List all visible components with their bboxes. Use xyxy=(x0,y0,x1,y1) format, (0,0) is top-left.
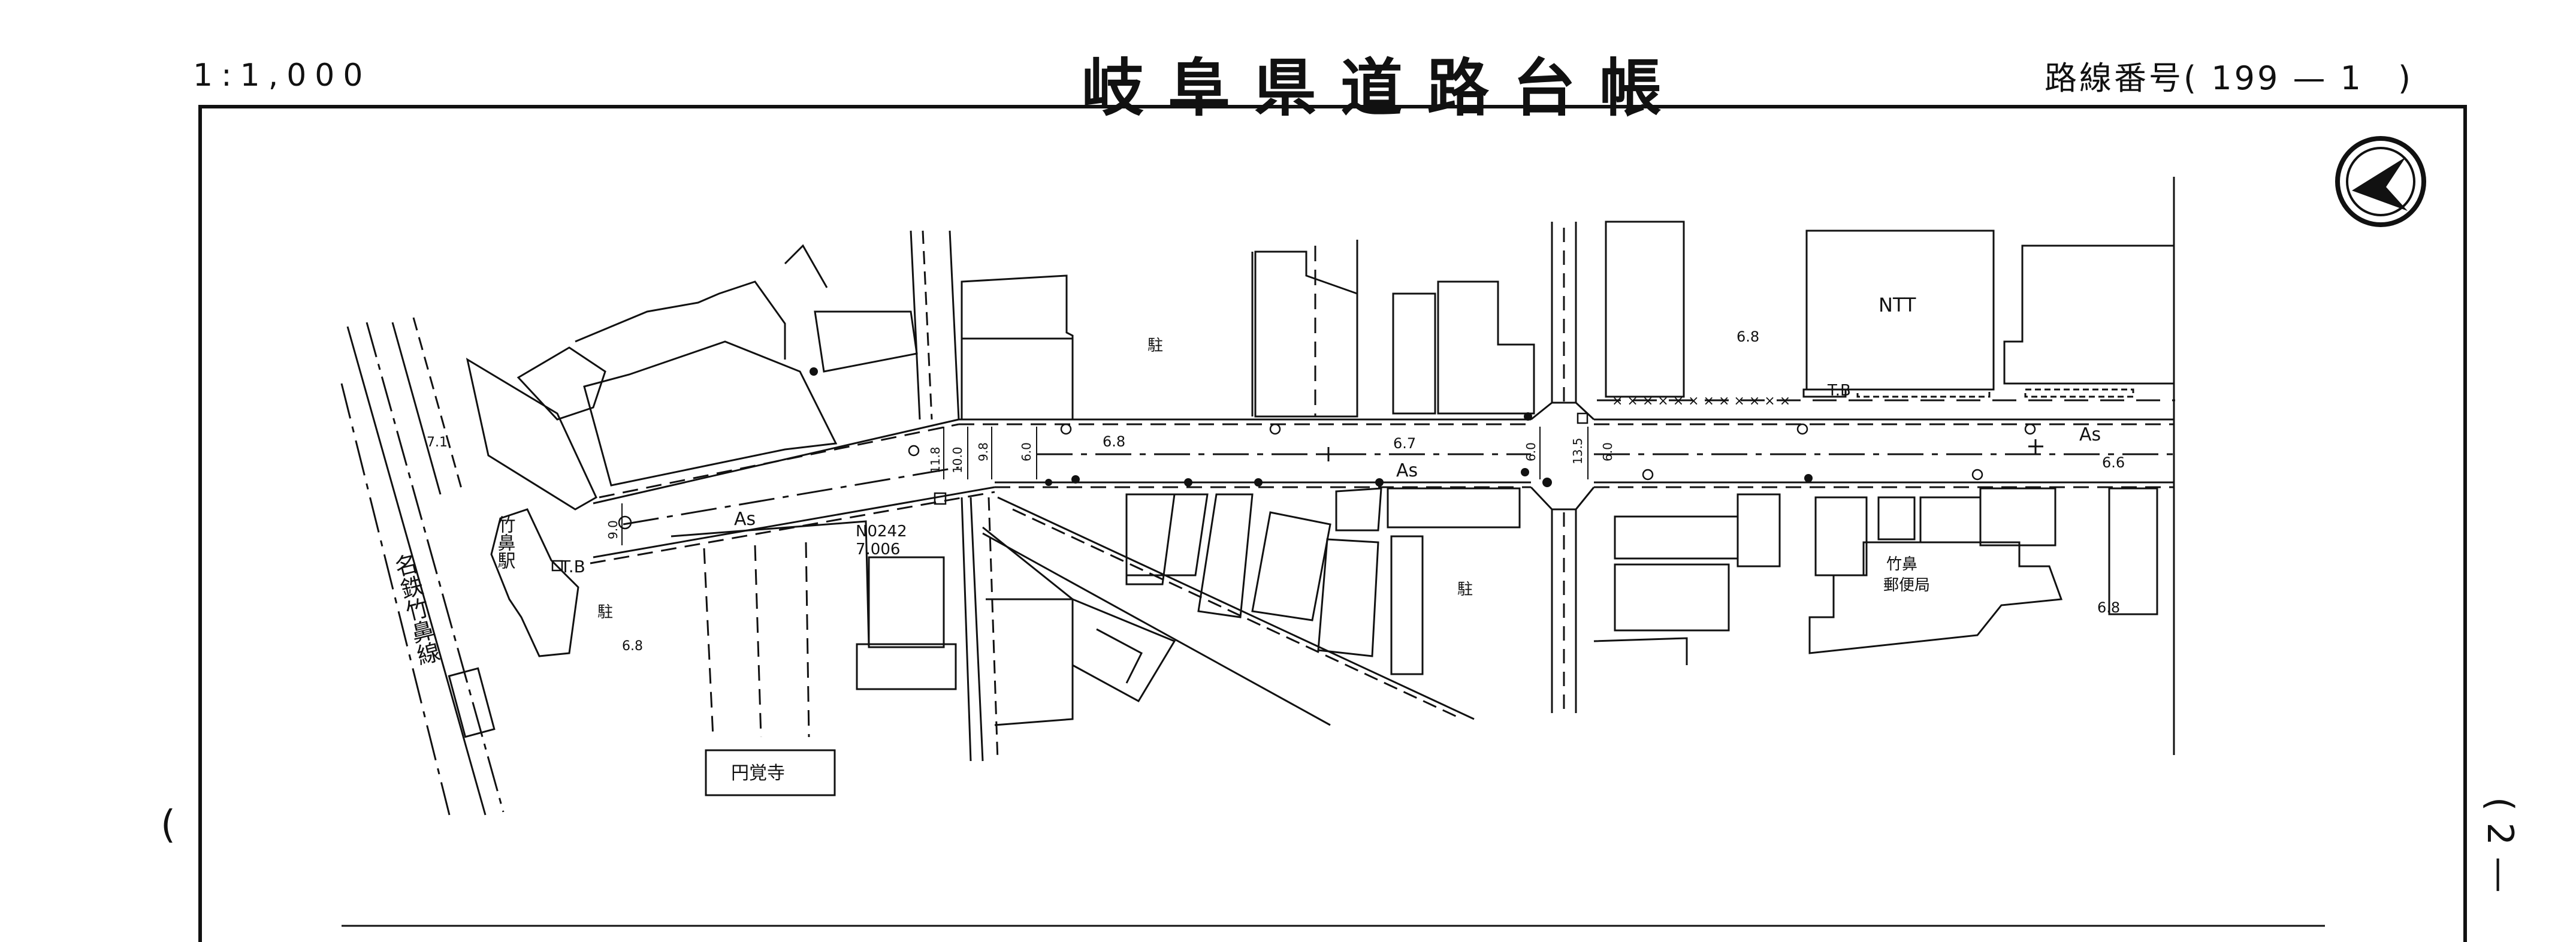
map-symbols-open xyxy=(551,412,2036,572)
width-label-8: 6.0 xyxy=(1600,442,1615,461)
surface-label-center: As xyxy=(1396,460,1418,481)
width-label-3: 10.0 xyxy=(950,446,965,473)
property-walls xyxy=(1251,177,2175,755)
benchmark-code: N0242 xyxy=(856,523,907,541)
spot-height-1: 7.1 xyxy=(427,435,448,450)
railway xyxy=(340,317,505,816)
plus-markers xyxy=(1321,439,2043,461)
temple-label: 円覚寺 xyxy=(731,763,785,784)
spot-height-6: 6.6 xyxy=(2102,454,2125,471)
north-arrow-icon xyxy=(2335,136,2426,227)
buildings xyxy=(448,221,2175,796)
map-scale: 1:1,000 xyxy=(193,58,372,93)
spot-height-5: 6.8 xyxy=(1737,328,1759,345)
width-label-2: 11.8 xyxy=(928,446,943,473)
post-office-label-1: 竹鼻 xyxy=(1886,555,1917,573)
benchmark-elevation: 7.006 xyxy=(856,541,900,558)
main-road-west xyxy=(590,418,995,564)
page-title: 岐阜県道路台帳 xyxy=(1082,52,1686,125)
tb-label-west: T.B xyxy=(560,557,585,576)
map-frame xyxy=(198,105,2467,942)
surface-label-west: As xyxy=(734,509,756,530)
dimension-lines xyxy=(621,427,1589,545)
spot-height-4: 6.7 xyxy=(1393,435,1416,452)
intersection xyxy=(1530,222,1595,713)
width-labels: 9.0 11.8 10.0 9.8 6.0 6.0 13.5 6.0 xyxy=(606,437,1615,539)
parking-symbol-2: 駐 xyxy=(1457,581,1473,599)
width-label-1: 9.0 xyxy=(606,520,620,539)
tb-label-east: T.B xyxy=(1827,382,1851,400)
ntt-label: NTT xyxy=(1879,294,1916,316)
railway-label: 名鉄竹鼻線 xyxy=(389,551,442,668)
width-label-7: 13.5 xyxy=(1571,437,1585,464)
spot-height-3: 6.8 xyxy=(1103,433,1125,450)
main-road-east xyxy=(959,418,2174,488)
parking-symbol-1: 駐 xyxy=(1147,337,1163,355)
width-label-4: 9.8 xyxy=(976,442,990,461)
surface-label-east: As xyxy=(2079,424,2101,445)
post-office-label-2: 郵便局 xyxy=(1883,576,1930,594)
station-label: 竹鼻駅 xyxy=(494,515,516,569)
cross-street-west xyxy=(910,230,999,762)
right-margin-mark: ( 2 — xyxy=(2479,797,2521,893)
route-number: 路線番号( 199 — 1 ) xyxy=(2045,59,2414,97)
parking-symbol-3: 駐 xyxy=(597,603,613,621)
map-symbols xyxy=(810,367,1813,487)
width-label-5: 6.0 xyxy=(1019,442,1034,461)
left-margin-mark: ( xyxy=(161,803,176,847)
map-labels: As As As T.B T.B NTT 円覚寺 竹鼻 郵便局 N0242 7.… xyxy=(427,294,2125,784)
spot-height-7: 6.8 xyxy=(2097,599,2120,616)
spot-height-2: 6.8 xyxy=(622,639,643,654)
diagonal-street xyxy=(982,496,1475,726)
width-label-6: 6.0 xyxy=(1524,442,1538,461)
